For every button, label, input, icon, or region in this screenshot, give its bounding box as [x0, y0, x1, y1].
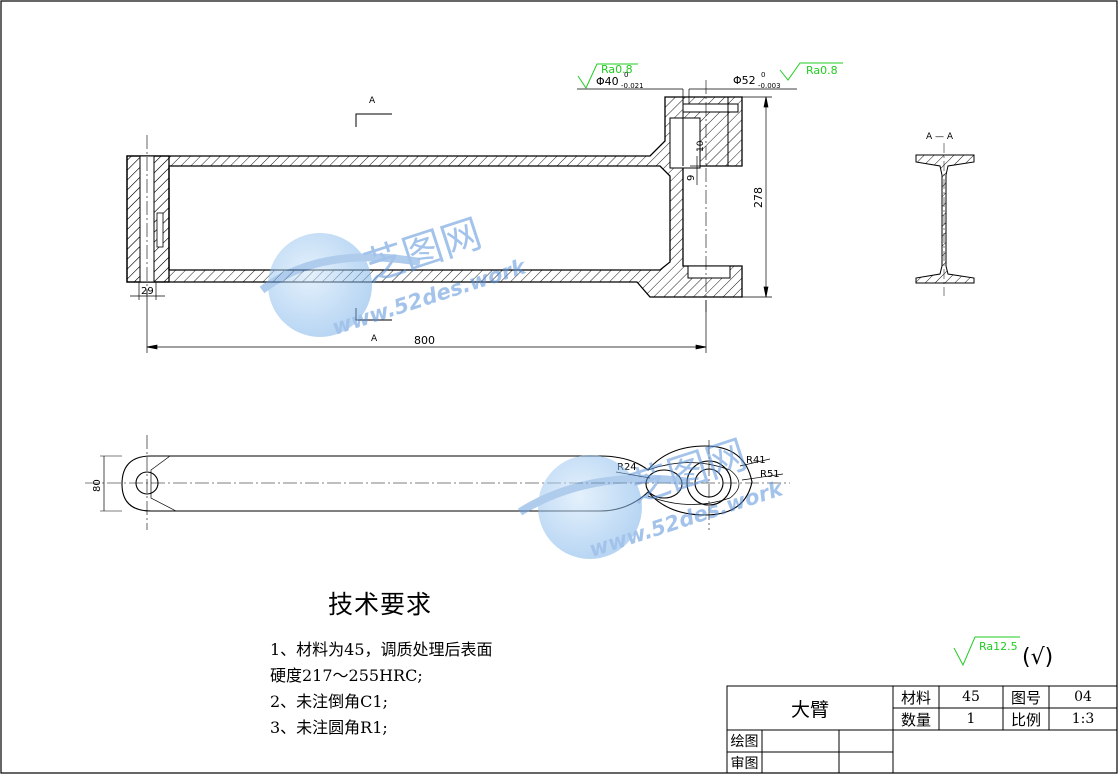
material-label: 材料 [900, 688, 931, 707]
roughness-symbol-large [779, 62, 843, 81]
roughness-small-label: Ra0.8 [601, 63, 633, 76]
roughness-other-label: (√) [1022, 645, 1053, 670]
bore-large-tol-lower: -0.003 [758, 82, 781, 90]
drawing-no-label: 图号 [1010, 688, 1041, 707]
dim-r24-label: R24 [617, 462, 637, 473]
checked-label: 审图 [730, 755, 759, 772]
dim-r41-label: R41 [746, 455, 766, 466]
front-view: A A [126, 80, 743, 344]
section-mark-bottom: A [371, 334, 378, 344]
tech-line-4: 3、未注圆角R1; [270, 718, 388, 737]
section-title: A — A [926, 132, 954, 142]
roughness-symbol-small [577, 63, 638, 90]
dim-9-label: 9 [686, 175, 697, 181]
dimension-800 [146, 290, 707, 353]
bore-small-tol-lower: -0.021 [621, 82, 644, 90]
drawing-no-value: 04 [1074, 689, 1092, 705]
plan-view [85, 435, 790, 530]
technical-requirements: 技术要求 1、材料为45，调质处理后表面 硬度217～255HRC; 2、未注倒… [270, 585, 590, 741]
bore-small-tol-upper: 0 [624, 71, 628, 79]
tech-line-3: 2、未注倒角C1; [270, 692, 388, 711]
tech-line-2: 硬度217～255HRC; [270, 666, 423, 685]
drawn-label: 绘图 [730, 734, 759, 750]
title-block-grid [726, 685, 1118, 774]
section-view: A — A [915, 132, 975, 296]
watermark-2: 芝图网 www.52des.work [517, 432, 788, 562]
section-mark-top: A [369, 96, 376, 106]
dimension-29 [130, 282, 165, 300]
dim-278-label: 278 [752, 187, 765, 208]
scale-label: 比例 [1010, 710, 1041, 729]
dimension-bore-small [577, 88, 684, 104]
title-block: 大臂 材料 45 图号 04 数量 1 比例 1:3 绘图 审图 [727, 686, 1117, 773]
tech-line-1: 1、材料为45，调质处理后表面 [270, 640, 493, 659]
watermark-1: 芝图网 www.52des.work [259, 211, 531, 340]
dim-80-label: 80 [92, 479, 103, 492]
quantity-value: 1 [966, 711, 976, 727]
roughness-large-label: Ra0.8 [806, 64, 838, 77]
bore-small-label: Φ40 [596, 75, 619, 88]
bore-large-label: Φ52 [733, 74, 756, 87]
i-beam-section [915, 154, 975, 284]
dimension-278 [742, 96, 772, 298]
roughness-symbol-general [953, 636, 1020, 667]
material-value: 45 [962, 689, 980, 705]
tech-title: 技术要求 [328, 590, 433, 619]
dimension-bore-large [688, 88, 797, 104]
dim-r51-label: R51 [760, 469, 780, 480]
quantity-label: 数量 [900, 710, 931, 729]
dim-800-label: 800 [414, 334, 435, 347]
bore-large-tol-upper: 0 [761, 71, 765, 79]
scale-value: 1:3 [1071, 711, 1095, 727]
dim-10-label: 10 [696, 140, 706, 152]
roughness-general-label: Ra12.5 [979, 640, 1018, 653]
part-name: 大臂 [790, 698, 829, 721]
dim-29-label: 29 [141, 286, 154, 297]
dimension-9 [690, 156, 710, 185]
